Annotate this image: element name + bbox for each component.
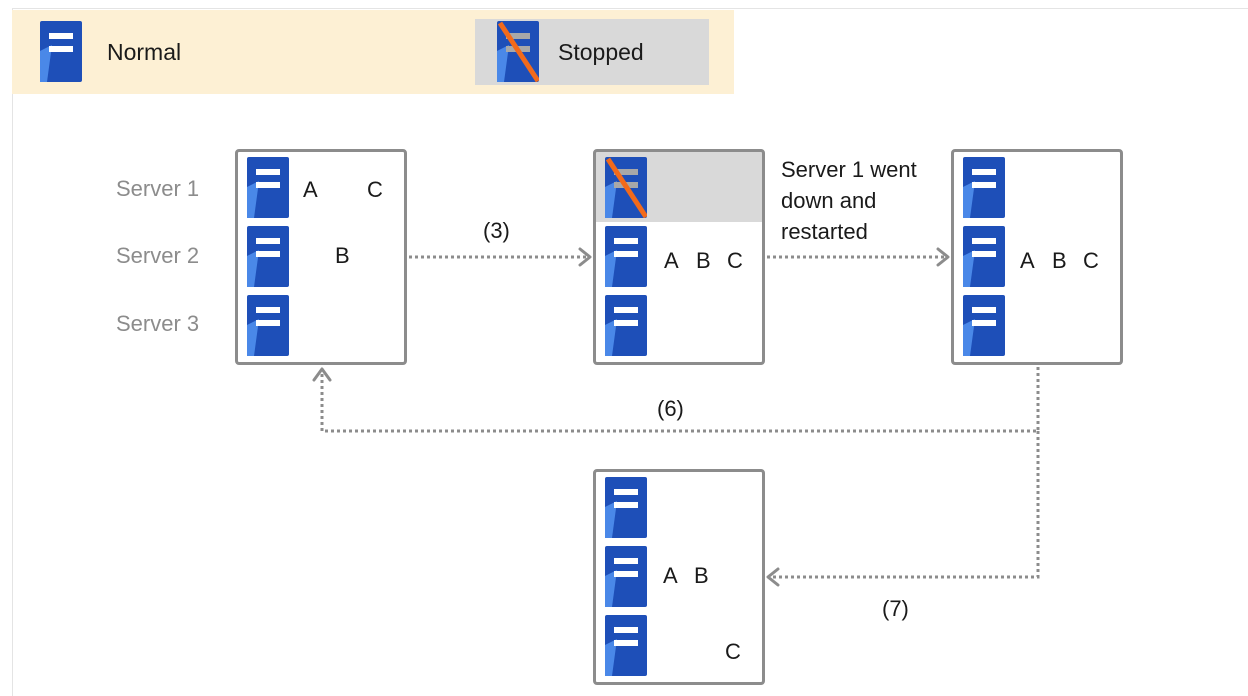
- server-icon: [963, 295, 1005, 356]
- server-icon: [247, 226, 289, 287]
- group-label-c: C: [1083, 248, 1099, 273]
- frame-top-line: [12, 8, 1248, 9]
- server-icon: [605, 477, 647, 538]
- group-label-c: C: [727, 248, 743, 273]
- normal-server-icon: [40, 21, 82, 82]
- cluster-box-2: [593, 149, 765, 365]
- group-label-a: A: [1020, 248, 1035, 273]
- restart-note-line-3: restarted: [781, 219, 868, 244]
- stopped-server-icon: [497, 21, 539, 82]
- server-icon: [605, 615, 647, 676]
- server-icon: [605, 226, 647, 287]
- group-label-a: A: [663, 563, 678, 588]
- step-7-label: (7): [882, 596, 909, 621]
- step-3-label: (3): [483, 218, 510, 243]
- arrow-restart-head: [936, 247, 950, 267]
- arrow-7-line: [770, 431, 1040, 579]
- group-label-b: B: [1052, 248, 1067, 273]
- restart-note-line-1: Server 1 went: [781, 157, 917, 182]
- server-icon: [963, 157, 1005, 218]
- group-label-a: A: [664, 248, 679, 273]
- restart-note-line-2: down and: [781, 188, 877, 213]
- group-label-a: A: [303, 177, 318, 202]
- arrow-6-head: [312, 367, 332, 382]
- server-icon: [247, 157, 289, 218]
- arrow-7-head: [766, 567, 780, 587]
- server-icon: [605, 546, 647, 607]
- cluster-box-4: [593, 469, 765, 685]
- group-label-b: B: [696, 248, 711, 273]
- step-6-label: (6): [657, 396, 684, 421]
- server-3-label: Server 3: [116, 311, 200, 336]
- stopped-server-icon: [605, 157, 647, 218]
- server-icon: [247, 295, 289, 356]
- legend-stopped-label: Stopped: [558, 39, 644, 65]
- legend-normal-label: Normal: [107, 39, 182, 65]
- frame-left-line: [12, 8, 13, 696]
- server-1-label: Server 1: [116, 176, 200, 201]
- arrow-3-head: [578, 247, 592, 267]
- cluster-box-3: [951, 149, 1123, 365]
- group-label-b: B: [335, 243, 350, 268]
- group-label-c: C: [367, 177, 383, 202]
- server-2-label: Server 2: [116, 243, 200, 268]
- server-icon: [605, 295, 647, 356]
- server-icon: [963, 226, 1005, 287]
- cluster-box-1: [235, 149, 407, 365]
- group-label-b: B: [694, 563, 709, 588]
- group-label-c: C: [725, 639, 741, 664]
